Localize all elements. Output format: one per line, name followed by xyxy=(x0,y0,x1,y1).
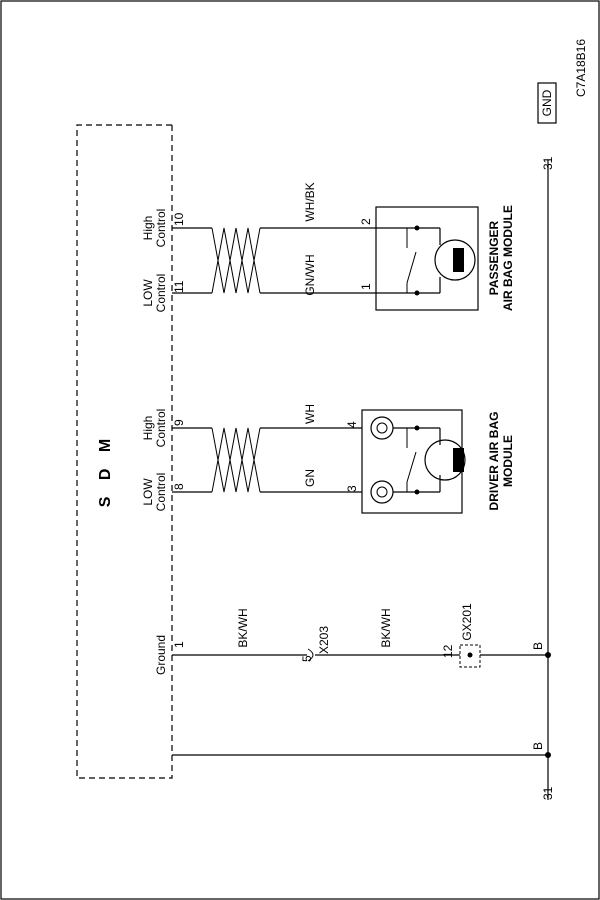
pass-low-wire-color: GN/WH xyxy=(303,254,317,295)
sdm-box xyxy=(76,124,173,779)
sdm-pass-high-label: High xyxy=(141,216,155,241)
ground-splice-b xyxy=(545,752,551,758)
passenger-node-low xyxy=(414,290,420,296)
passenger-squib-element xyxy=(453,248,464,272)
splice-a-label: B xyxy=(531,642,545,650)
passenger-module-name-2: AIR BAG MODULE xyxy=(501,205,515,311)
passenger-air-bag-module: 1 2 PASSENGER AIR BAG MODULE xyxy=(359,205,515,311)
x203-pin-number: 5 xyxy=(300,655,314,662)
x203-label: X203 xyxy=(317,626,331,654)
driver-squib-circle xyxy=(424,439,466,481)
passenger-node-high xyxy=(414,225,420,231)
ground-bus-circuit-left: 31 xyxy=(541,786,555,800)
driver-squib-element xyxy=(453,448,464,472)
sdm-pass-low-pin-number: 11 xyxy=(172,280,186,293)
sdm-driver-low-pin: LOW Control 8 xyxy=(141,473,186,512)
gx201-pin-number: 12 xyxy=(441,644,455,658)
driver-clockspring-coil-low xyxy=(370,480,394,504)
driver-clockspring-core-low xyxy=(376,486,388,498)
sdm-driver-low-pin-number: 8 xyxy=(172,483,186,490)
pass-twisted-pair xyxy=(211,227,261,294)
sdm-driver-low-label-2: Control xyxy=(154,473,168,512)
gx201-connector xyxy=(459,644,481,668)
pass-high-wire-color: WH/BK xyxy=(303,182,317,221)
driver-air-bag-module: 3 4 DRIVER AIR BAG MODULE xyxy=(345,409,515,514)
sdm-driver-low-label: LOW xyxy=(141,478,155,506)
passenger-module-pin-high: 2 xyxy=(359,218,373,225)
ground-wire-color-1: BK/WH xyxy=(236,608,250,647)
sdm-pass-low-label-2: Control xyxy=(154,274,168,313)
driver-node-low xyxy=(414,489,420,495)
driver-low-wire-color: GN xyxy=(303,469,317,487)
driver-module-pin-low: 3 xyxy=(345,485,359,492)
sdm-driver-high-label: High xyxy=(141,416,155,441)
sdm-ground-pin-number: 1 xyxy=(172,641,186,648)
driver-module-name-2: MODULE xyxy=(501,435,515,487)
driver-module-name: DRIVER AIR BAG xyxy=(487,412,501,511)
sdm-pass-high-label-2: Control xyxy=(154,209,168,248)
gx201-label: GX201 xyxy=(460,603,474,641)
figure-id: C7A18B16 xyxy=(574,39,588,97)
ground-bus-circuit-right: 31 xyxy=(541,156,555,170)
passenger-squib-circle xyxy=(434,239,476,281)
sdm-driver-high-label-2: Control xyxy=(154,409,168,448)
ground-wire-color-2: BK/WH xyxy=(379,608,393,647)
driver-node-high xyxy=(414,425,420,431)
sdm-ground-pin: Ground 1 xyxy=(154,635,186,675)
passenger-module-name: PASSENGER xyxy=(487,220,501,295)
passenger-module-pin-low: 1 xyxy=(359,283,373,290)
sdm-pass-low-pin: LOW Control 11 xyxy=(141,274,186,313)
gnd-label: GND xyxy=(540,89,554,116)
passenger-module-box xyxy=(375,206,479,311)
driver-module-box xyxy=(361,409,463,514)
x203-connector xyxy=(307,648,314,662)
splice-b-label: B xyxy=(531,742,545,750)
sdm-ground-label: Ground xyxy=(154,635,168,675)
passenger-shorting-bar xyxy=(406,228,417,293)
driver-twisted-pair xyxy=(211,427,261,493)
driver-clockspring-coil-high xyxy=(370,416,394,440)
sdm-driver-high-pin-number: 9 xyxy=(172,419,186,426)
sdm-pass-high-pin: High Control 10 xyxy=(141,209,186,248)
gx201-terminal xyxy=(467,652,473,658)
driver-high-wire-color: WH xyxy=(303,404,317,424)
driver-module-pin-high: 4 xyxy=(345,421,359,428)
gnd-label-box xyxy=(537,82,557,124)
sdm-pass-high-pin-number: 10 xyxy=(172,212,186,226)
driver-clockspring-core-high xyxy=(376,422,388,434)
sdm-driver-high-pin: High Control 9 xyxy=(141,409,186,448)
sdm-title: S D M xyxy=(97,433,114,507)
ground-splice-a xyxy=(545,652,551,658)
driver-shorting-bar xyxy=(406,428,417,492)
sdm-pass-low-label: LOW xyxy=(141,279,155,307)
